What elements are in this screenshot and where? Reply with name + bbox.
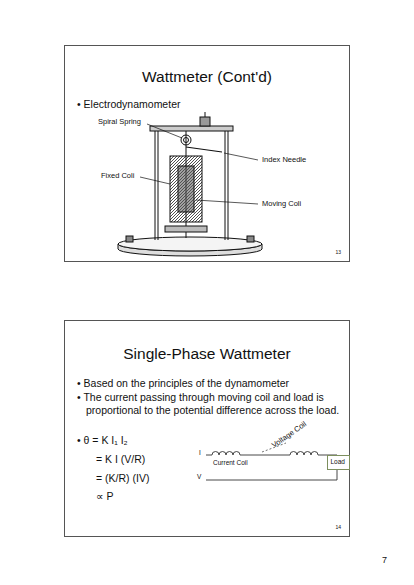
part-label: Index Needle: [262, 155, 306, 164]
equation-line: • θ = K I₁ I₂: [77, 434, 348, 447]
bullet-text: • Based on the principles of the dynamom…: [77, 377, 348, 390]
bullet-text: • The current passing through moving coi…: [77, 391, 344, 417]
electrodynamometer-drawing: [118, 112, 262, 256]
page-number: 7: [382, 555, 387, 566]
signal-label: I: [199, 449, 201, 457]
part-label: Fixed Coli: [101, 171, 134, 180]
equation-line: ∝ P: [96, 490, 367, 503]
part-label: Moving Coli: [262, 199, 301, 208]
coil-label: Current Coil: [213, 459, 248, 467]
coil-label: Voltage Coil: [270, 419, 308, 449]
load-box: Load: [327, 455, 350, 470]
load-label: Load: [331, 458, 345, 466]
slide-title: Wattmeter (Cont'd): [65, 67, 349, 86]
bullet-text: • Electrodynamometer: [77, 98, 348, 111]
part-label: Spiral Spring: [98, 117, 141, 126]
slide-frame: Wattmeter (Cont'd) • Electrodynamometer 13: [64, 45, 350, 262]
wattmeter-circuit: [206, 443, 337, 480]
slide-number: 13: [335, 249, 341, 255]
slide-title: Single-Phase Wattmeter: [65, 344, 349, 363]
equation-line: = (K/R) (IV): [96, 472, 367, 485]
slide-number: 14: [335, 524, 341, 530]
slide-frame: Load Single-Phase Wattmeter • Based on the…: [64, 320, 350, 537]
signal-label: V: [197, 473, 201, 481]
